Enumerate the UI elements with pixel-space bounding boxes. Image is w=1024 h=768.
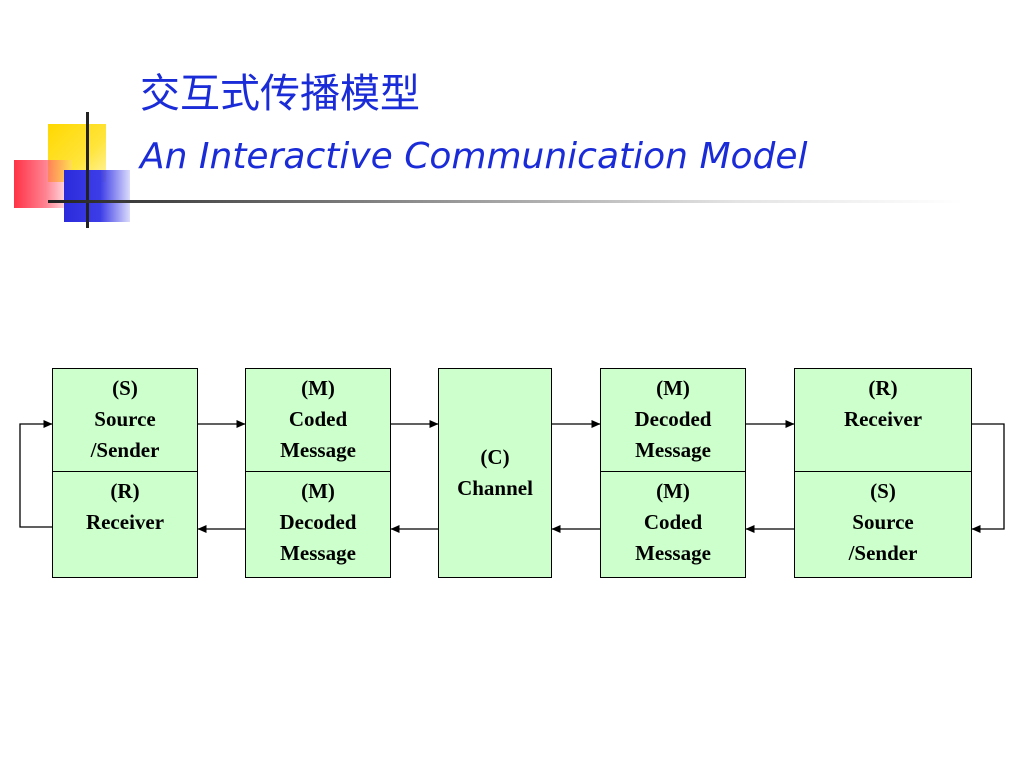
slide-title-english: An Interactive Communication Model <box>140 136 808 177</box>
box-coded-message-top: (M) Coded Message <box>245 368 391 472</box>
box-tag: (M) <box>656 479 690 503</box>
box-receiver-top: (R) Receiver <box>794 368 972 472</box>
box-decoded-message-bottom: (M) Decoded Message <box>245 471 391 578</box>
box-decoded-message-top: (M) Decoded Message <box>600 368 746 472</box>
box-coded-message-bottom: (M) Coded Message <box>600 471 746 578</box>
box-channel: (C) Channel <box>438 368 552 578</box>
corner-logo-decoration <box>0 0 160 240</box>
box-label-line: Decoded <box>634 407 712 431</box>
blue-square-decoration <box>64 170 130 222</box>
box-source-sender-bottom: (S) Source /Sender <box>794 471 972 578</box>
box-source-sender-top: (S) Source /Sender <box>52 368 198 472</box>
vertical-rule-decoration <box>86 112 89 228</box>
title-underline-rule <box>48 200 964 203</box>
channel-tag: (C) <box>480 445 510 469</box>
feedback-loop-left <box>19 420 53 528</box>
box-receiver-bottom: (R) Receiver <box>52 471 198 578</box>
box-tag: (R) <box>110 479 140 503</box>
box-label-line: Source <box>852 510 914 534</box>
box-label-line: Message <box>635 541 711 565</box>
box-label-line: Receiver <box>85 510 165 534</box>
box-label-line: Message <box>280 541 356 565</box>
channel-label: Channel <box>457 476 533 500</box>
box-tag: (S) <box>870 479 896 503</box>
box-label-line: Source <box>94 407 156 431</box>
box-label-line: Coded <box>643 510 703 534</box>
box-tag: (S) <box>112 376 138 400</box>
box-tag: (M) <box>301 376 335 400</box>
box-tag: (R) <box>868 376 898 400</box>
slide-title-chinese: 交互式传播模型 <box>140 71 420 117</box>
box-label-line: /Sender <box>848 541 918 565</box>
box-label-line: Receiver <box>843 407 923 431</box>
box-label-line: Message <box>635 438 711 462</box>
box-tag: (M) <box>301 479 335 503</box>
feedback-loop-right <box>971 423 1005 533</box>
box-label-line: Message <box>280 438 356 462</box>
box-tag: (M) <box>656 376 690 400</box>
box-label-line: Coded <box>288 407 348 431</box>
box-label-line: /Sender <box>90 438 160 462</box>
box-label-line: Decoded <box>279 510 357 534</box>
